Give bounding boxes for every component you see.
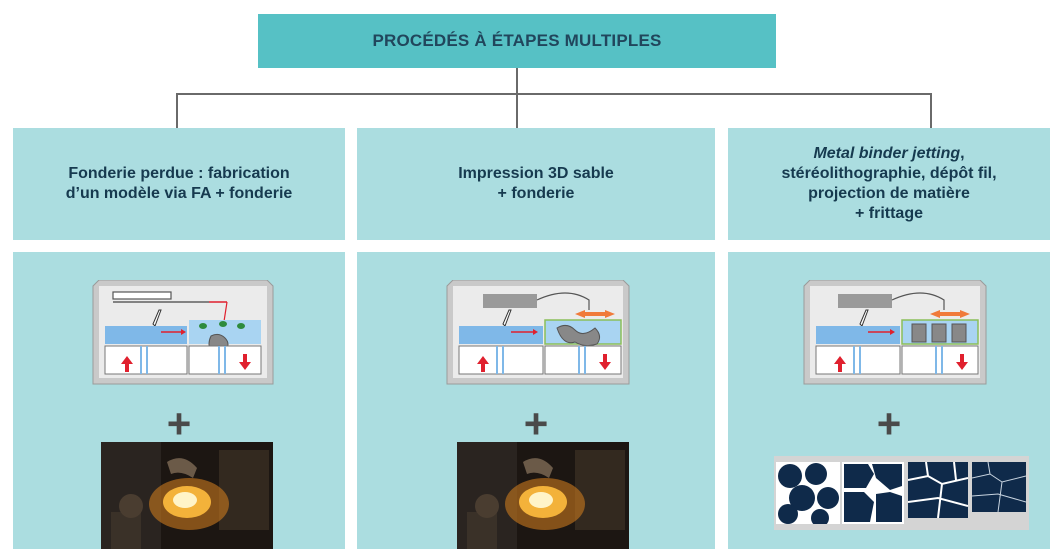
microstructure-stage-1 (776, 462, 840, 524)
laser-powder-bed-machine (92, 280, 274, 385)
powder-bed-left (105, 326, 187, 344)
column-header-line: stéréolithographie, dépôt fil, (781, 165, 997, 182)
microstructure-stage-4 (972, 462, 1026, 512)
column-header-line: Impression 3D sable (458, 165, 614, 182)
plus-sign: + (876, 400, 902, 447)
particle-icon (237, 323, 245, 329)
particle-icon (199, 323, 207, 329)
connector-left (176, 93, 178, 128)
printed-part (556, 324, 601, 347)
column-header-line: projection de matière (808, 185, 970, 202)
column-header-line: + fonderie (497, 185, 575, 202)
printed-part (911, 323, 967, 343)
connector-stem (516, 68, 518, 94)
plus-sign: + (523, 400, 549, 447)
binder-hose (536, 292, 590, 310)
arrow-down-icon (239, 354, 251, 370)
print-head-arrow-right (960, 310, 970, 318)
recoater-blade (152, 309, 162, 327)
column-body-lost-casting: + (13, 252, 345, 549)
microstructure-stage-2 (842, 462, 904, 524)
arrow-up-icon (834, 356, 846, 372)
column-body-binder-jetting: + (728, 252, 1050, 549)
column-header-line: d’un modèle via FA + fonderie (65, 185, 293, 202)
print-head-arrow-left (930, 310, 940, 318)
arrow-up-icon (477, 356, 489, 372)
connector-right (930, 93, 932, 128)
binder-reservoir (838, 294, 892, 308)
connector-horizontal (176, 93, 932, 95)
laser-source (112, 291, 172, 300)
diagram-title: PROCÉDÉS À ÉTAPES MULTIPLES (258, 14, 776, 68)
plus-sign: + (166, 400, 192, 447)
column-body-sand-printing: + (357, 252, 715, 549)
binder-jetting-machine (446, 280, 630, 385)
binder-hose (891, 292, 945, 310)
column-header-sand-printing: Impression 3D sable + fonderie (357, 128, 715, 240)
binder-reservoir (483, 294, 537, 308)
comma-text: , (960, 145, 965, 162)
diagram-title-text: PROCÉDÉS À ÉTAPES MULTIPLES (372, 31, 662, 50)
column-header-binder-jetting: Metal binder jetting, stéréolithographie… (728, 128, 1050, 240)
arrow-up-icon (121, 356, 133, 372)
metal-binder-jetting-label: Metal binder jetting (813, 145, 961, 162)
sintering-microstructure-sequence (774, 456, 1029, 530)
particle-icon (219, 321, 227, 327)
print-head-arrow-right (605, 310, 615, 318)
foundry-casting-photo (457, 442, 629, 549)
connector-center (516, 93, 518, 128)
arrow-down-icon (956, 354, 968, 370)
binder-jetting-machine (803, 280, 987, 385)
foundry-casting-photo (101, 442, 273, 549)
arrow-down-icon (599, 354, 611, 370)
column-header-line-1: Metal binder jetting, (781, 144, 996, 164)
microstructure-stage-3 (908, 462, 968, 518)
column-header-line: + frittage (854, 205, 923, 222)
column-header-line: Fonderie perdue : fabrication (68, 165, 290, 182)
print-head-arrow-left (575, 310, 585, 318)
recoat-arrow-head (181, 329, 186, 335)
column-header-lost-casting: Fonderie perdue : fabrication d’un modèl… (13, 128, 345, 240)
